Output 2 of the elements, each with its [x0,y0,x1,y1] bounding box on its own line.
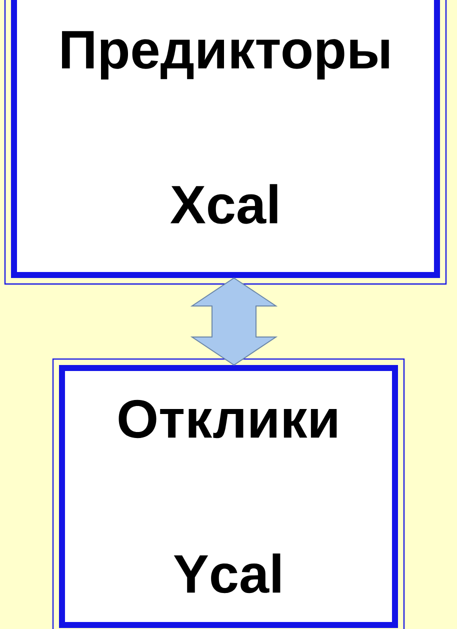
text-box: Отклики Ycal [52,358,405,629]
text-box: Предикторы Xcal [4,0,447,285]
